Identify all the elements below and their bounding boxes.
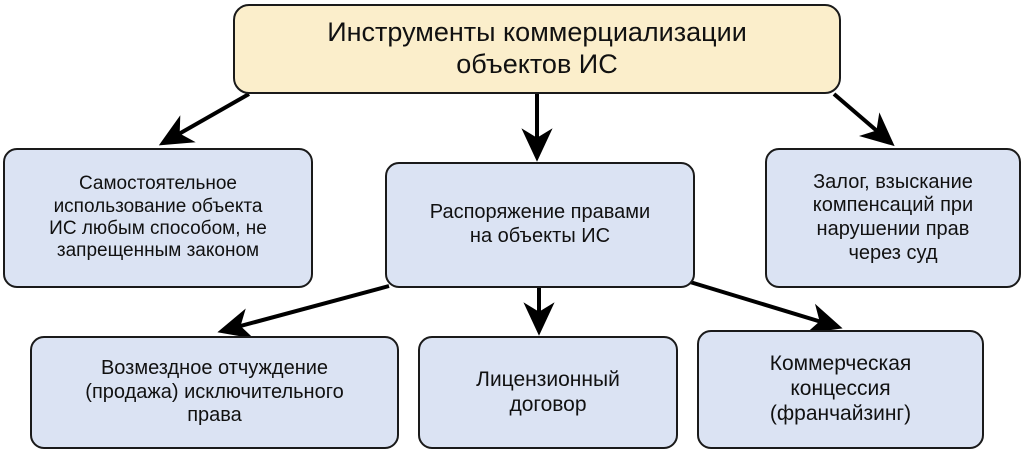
- node-license-agreement[interactable]: Лицензионный договор: [418, 336, 678, 449]
- edge-disposal-to-franchise: [689, 280, 843, 334]
- node-alienation-of-exclusive-right[interactable]: Возмездное отчуждение (продажа) исключит…: [30, 336, 399, 449]
- node-root-label: Инструменты коммерциализации объектов ИС: [327, 17, 747, 79]
- node-pledge-and-compensation[interactable]: Залог, взыскание компенсаций при нарушен…: [765, 148, 1021, 288]
- node-alienation-label: Возмездное отчуждение (продажа) исключит…: [85, 357, 344, 427]
- node-self-use-label: Самостоятельное использование объекта ИС…: [49, 173, 267, 262]
- node-license-label: Лицензионный договор: [476, 367, 620, 416]
- node-commercial-concession-franchising[interactable]: Коммерческая концессия (франчайзинг): [697, 330, 984, 449]
- node-franchise-label: Коммерческая концессия (франчайзинг): [769, 352, 912, 425]
- edge-disposal-to-alienation: [217, 284, 390, 339]
- node-pledge-label: Залог, взыскание компенсаций при нарушен…: [812, 170, 974, 264]
- node-self-use[interactable]: Самостоятельное использование объекта ИС…: [3, 148, 313, 288]
- node-root-commercialization-tools[interactable]: Инструменты коммерциализации объектов ИС: [233, 4, 841, 94]
- edge-root-to-self-use: [158, 92, 250, 146]
- node-disposal-of-rights[interactable]: Распоряжение правами на объекты ИС: [385, 162, 695, 288]
- edge-root-to-pledge: [832, 92, 895, 147]
- node-disposal-label: Распоряжение правами на объекты ИС: [429, 201, 651, 247]
